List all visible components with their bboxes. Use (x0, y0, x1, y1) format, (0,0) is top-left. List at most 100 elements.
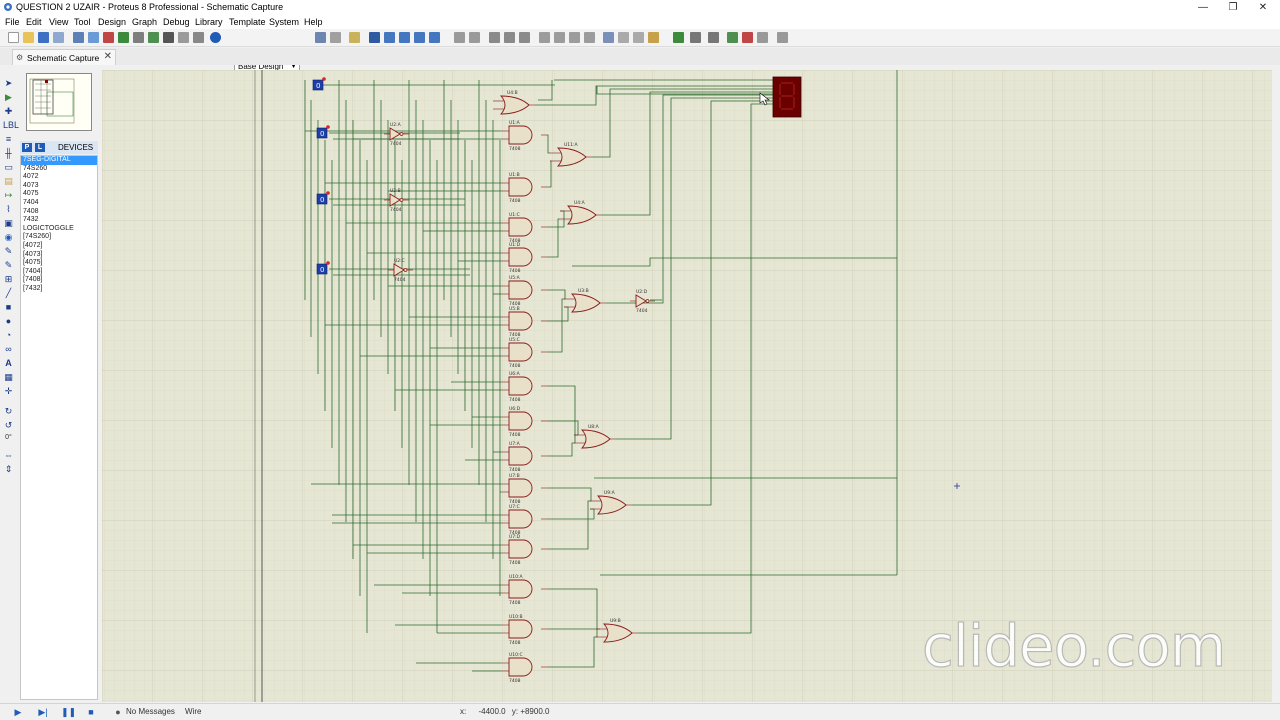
copy-icon[interactable] (504, 32, 515, 43)
seven-segment-display[interactable] (772, 76, 802, 118)
pause-icon[interactable]: ❚❚ (61, 707, 77, 717)
and-gate[interactable] (501, 125, 547, 145)
menu-system[interactable]: System (269, 17, 300, 27)
electrical-rules-check-icon[interactable] (777, 32, 788, 43)
device-item[interactable]: [4075] (23, 259, 43, 267)
help-icon[interactable] (210, 32, 221, 43)
close-tab-icon[interactable]: ✕ (103, 51, 112, 62)
not-gate[interactable] (388, 263, 413, 277)
3d-icon[interactable] (133, 32, 144, 43)
arc-icon[interactable]: ◔ (5, 330, 12, 340)
and-gate[interactable] (501, 509, 547, 529)
design-explorer-icon[interactable] (163, 32, 174, 43)
tape-recorder-icon[interactable]: ▣ (4, 218, 13, 228)
bom-icon[interactable] (148, 32, 159, 43)
mirror-y-icon[interactable]: ⇕ (4, 464, 13, 474)
voltage-probe-icon[interactable]: ✎ (4, 246, 13, 256)
symbol-icon[interactable]: ▦ (4, 372, 13, 382)
overview-window[interactable] (26, 73, 92, 131)
generator-icon[interactable]: ◉ (4, 232, 13, 242)
remove-sheet-icon[interactable] (742, 32, 753, 43)
redo-icon[interactable] (469, 32, 480, 43)
menu-design[interactable]: Design (98, 17, 127, 27)
wire-autorouter-icon[interactable] (673, 32, 684, 43)
component-mode-icon[interactable]: ▶ (5, 92, 12, 102)
cut-icon[interactable] (489, 32, 500, 43)
subcircuit-icon[interactable]: ▭ (4, 162, 13, 172)
menu-edit[interactable]: Edit (26, 17, 42, 27)
origin-icon[interactable] (349, 32, 360, 43)
and-gate[interactable] (501, 342, 547, 362)
or-gate[interactable] (493, 95, 535, 115)
device-item[interactable]: 7408 (23, 207, 39, 215)
or-gate[interactable] (560, 205, 602, 225)
source-code-icon[interactable] (178, 32, 189, 43)
box-icon[interactable]: ■ (5, 302, 12, 312)
exit-to-parent-icon[interactable] (757, 32, 768, 43)
text-script-icon[interactable]: ≡ (5, 134, 12, 144)
device-item[interactable]: 7432 (23, 216, 39, 224)
step-icon[interactable]: ▶| (38, 707, 48, 717)
play-icon[interactable]: ▶ (14, 707, 22, 717)
graph-icon[interactable]: ⌇ (6, 204, 11, 214)
grid-icon[interactable] (330, 32, 341, 43)
make-device-icon[interactable] (618, 32, 629, 43)
not-gate[interactable] (630, 294, 655, 308)
menu-file[interactable]: File (5, 17, 20, 27)
device-item[interactable]: [7408] (23, 276, 43, 284)
or-gate[interactable] (590, 495, 632, 515)
device-item[interactable]: [7404] (23, 267, 43, 275)
save-icon[interactable] (38, 32, 49, 43)
or-gate[interactable] (596, 623, 638, 643)
device-item[interactable]: [7432] (23, 284, 43, 292)
and-gate[interactable] (501, 411, 547, 431)
wire-label-icon[interactable]: LBL (3, 120, 20, 130)
marker-icon[interactable]: ✛ (4, 386, 13, 396)
schematic-icon[interactable] (88, 32, 99, 43)
and-gate[interactable] (501, 539, 547, 559)
import-icon[interactable] (53, 32, 64, 43)
and-gate[interactable] (501, 217, 547, 237)
block-move-icon[interactable] (554, 32, 565, 43)
and-gate[interactable] (501, 446, 547, 466)
or-gate[interactable] (564, 293, 606, 313)
and-gate[interactable] (501, 619, 547, 639)
pick-device-icon[interactable] (603, 32, 614, 43)
menu-template[interactable]: Template (229, 17, 266, 27)
new-icon[interactable] (8, 32, 19, 43)
or-gate[interactable] (574, 429, 616, 449)
property-assignment-icon[interactable] (708, 32, 719, 43)
device-item[interactable]: LOGICTOGGLE (23, 224, 74, 232)
rotate-anticlockwise-icon[interactable]: ↺ (4, 420, 13, 430)
and-gate[interactable] (501, 376, 547, 396)
not-gate[interactable] (384, 193, 409, 207)
device-item[interactable]: 7404 (23, 198, 39, 206)
zoom-in-icon[interactable] (384, 32, 395, 43)
gerber-icon[interactable] (118, 32, 129, 43)
device-item[interactable]: 7SEG-DIGITAL (21, 156, 97, 165)
and-gate[interactable] (501, 311, 547, 331)
minimize-button[interactable]: — (1198, 2, 1208, 13)
search-tag-icon[interactable] (690, 32, 701, 43)
menu-debug[interactable]: Debug (163, 17, 190, 27)
current-probe-icon[interactable]: ✎ (4, 260, 13, 270)
logic-toggle-input[interactable]: 0 (316, 191, 330, 205)
junction-dot-icon[interactable]: ✚ (4, 106, 13, 116)
circle-icon[interactable]: ● (5, 316, 12, 326)
logic-toggle-input[interactable]: 0 (316, 125, 330, 139)
and-gate[interactable] (501, 657, 547, 677)
block-rotate-icon[interactable] (569, 32, 580, 43)
not-gate[interactable] (384, 127, 409, 141)
zoom-area-icon[interactable] (429, 32, 440, 43)
zoom-all-icon[interactable] (414, 32, 425, 43)
and-gate[interactable] (501, 478, 547, 498)
device-pins-icon[interactable]: ↦ (4, 190, 13, 200)
library-manager-button[interactable]: L (35, 143, 45, 152)
menu-view[interactable]: View (49, 17, 69, 27)
and-gate[interactable] (501, 280, 547, 300)
device-item[interactable]: [74S260] (23, 233, 52, 241)
path-icon[interactable]: ∞ (5, 344, 12, 354)
block-copy-icon[interactable] (539, 32, 550, 43)
zoom-out-icon[interactable] (399, 32, 410, 43)
